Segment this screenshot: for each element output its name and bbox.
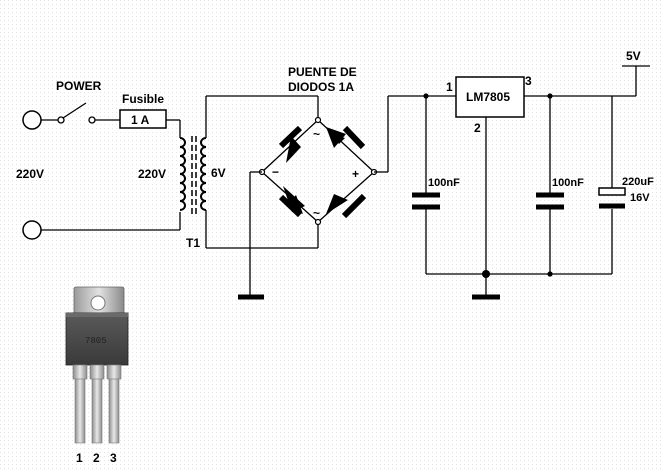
capacitor-c1: 100nF: [412, 93, 460, 274]
output-terminal: 5V: [612, 49, 650, 97]
output-voltage-label: 5V: [626, 49, 641, 63]
regulator-package-illustration: 7805 1 2 3: [65, 286, 129, 465]
regulator-pin3-label: 3: [525, 74, 532, 88]
ac-symbol-top: ~: [313, 127, 320, 141]
power-switch: POWER: [56, 79, 120, 124]
package-pin-label-1: 1: [76, 451, 83, 465]
regulator-pin1-label: 1: [446, 80, 453, 94]
regulator-pin2-label: 2: [474, 121, 481, 135]
bridge-title-line1: PUENTE DE: [288, 65, 357, 79]
c3-voltage-label: 16V: [630, 192, 650, 204]
diode-d3: [278, 186, 305, 218]
ground-bus: [426, 270, 612, 300]
primary-voltage-label: 220V: [138, 167, 166, 181]
c3-value-label: 220uF: [622, 176, 654, 188]
capacitor-c2: 100nF: [536, 93, 584, 274]
secondary-voltage-label: 6V: [211, 166, 226, 180]
fuse-name-label: Fusible: [122, 92, 164, 106]
mains-voltage-label: 220V: [16, 167, 44, 181]
mains-terminal-bottom: [22, 220, 42, 240]
primary-winding: [179, 137, 186, 211]
fuse-value-label: 1 A: [131, 113, 150, 127]
diode-bridge: PUENTE DE DIODOS 1A ~ ~ − +: [238, 65, 456, 300]
mains-input: 220V: [16, 110, 181, 240]
transformer-label: T1: [186, 236, 200, 250]
capacitor-c3: 220uF 16V: [598, 96, 654, 274]
diode-d2: [326, 125, 366, 150]
transformer: 220V 6V T1: [138, 95, 319, 250]
bridge-minus-label: −: [272, 165, 279, 179]
regulator-body: [455, 76, 525, 118]
bridge-title-line2: DIODOS 1A: [288, 80, 354, 94]
voltage-regulator: LM7805 1 3 2: [446, 74, 612, 274]
package-mounting-hole: [90, 295, 106, 311]
package-body: [65, 312, 129, 366]
fuse-body: [119, 109, 167, 129]
c3-positive-plate: [598, 187, 626, 196]
secondary-winding: [200, 137, 207, 211]
regulator-label: LM7805: [466, 90, 510, 104]
bridge-plus-label: +: [352, 167, 359, 181]
ac-symbol-bottom: ~: [313, 206, 320, 220]
package-pin-label-2: 2: [93, 451, 100, 465]
mains-terminal-top: [22, 110, 42, 130]
package-marking: 7805: [85, 336, 107, 346]
c2-value-label: 100nF: [552, 177, 584, 189]
c1-value-label: 100nF: [428, 177, 460, 189]
diode-d4: [326, 193, 367, 219]
power-label: POWER: [56, 79, 102, 93]
fuse: Fusible 1 A: [119, 92, 181, 138]
diode-d1: [278, 125, 303, 163]
package-pin-label-3: 3: [110, 451, 117, 465]
